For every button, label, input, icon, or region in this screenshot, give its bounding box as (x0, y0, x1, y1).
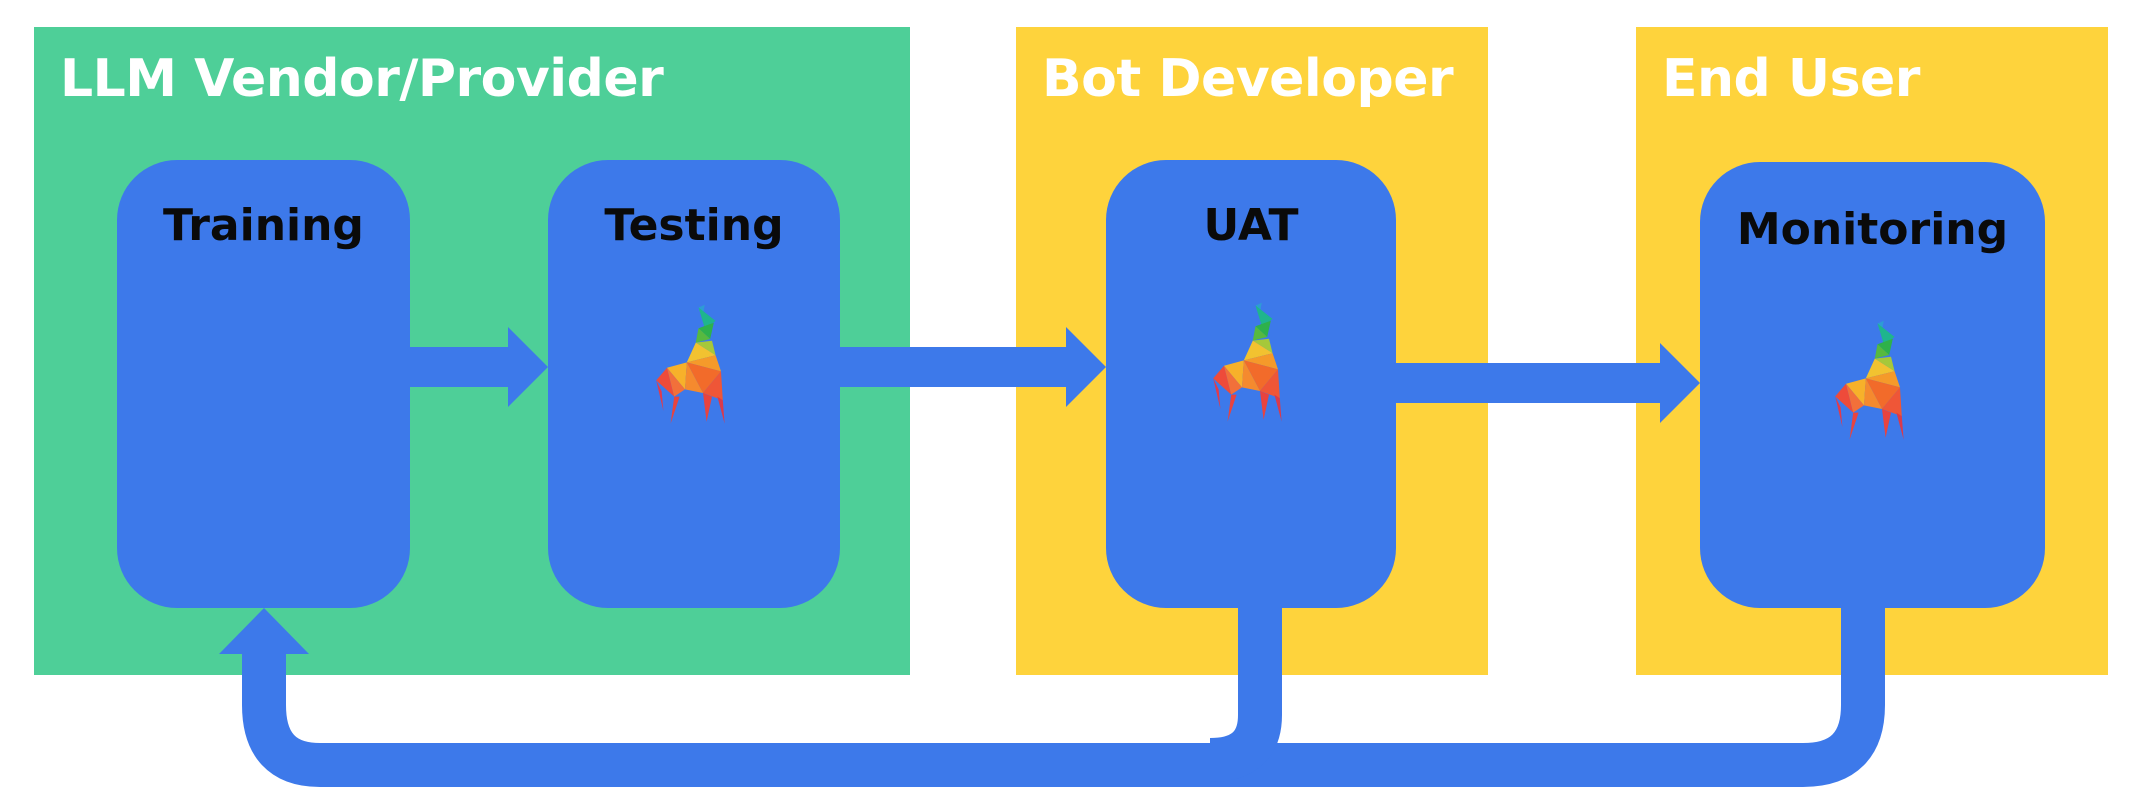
arrow-uat-to-monitoring (1396, 343, 1700, 423)
zone-title-end-user: End User (1662, 49, 1920, 109)
zone-title-llm-vendor: LLM Vendor/Provider (60, 49, 664, 109)
zone-title-bot-developer: Bot Developer (1042, 49, 1454, 109)
feedback-loop-uat (1209, 605, 1282, 782)
stage-label-uat: UAT (1203, 200, 1299, 251)
llama-logo-icon (656, 304, 725, 424)
llama-logo-icon (1213, 302, 1282, 422)
arrow-training-to-testing (410, 327, 548, 407)
stage-label-monitoring: Monitoring (1736, 204, 2009, 255)
stage-label-testing: Testing (604, 200, 784, 251)
stage-uat: UAT (1106, 160, 1396, 608)
arrow-head-into-training (219, 608, 309, 654)
stage-testing: Testing (548, 160, 840, 608)
stage-training: Training (117, 160, 410, 608)
stage-monitoring: Monitoring (1700, 162, 2045, 608)
arrow-testing-to-uat (840, 327, 1106, 407)
feedback-loop-monitoring (242, 605, 1885, 787)
stage-label-training: Training (163, 200, 364, 251)
llama-logo-icon (1835, 320, 1904, 440)
